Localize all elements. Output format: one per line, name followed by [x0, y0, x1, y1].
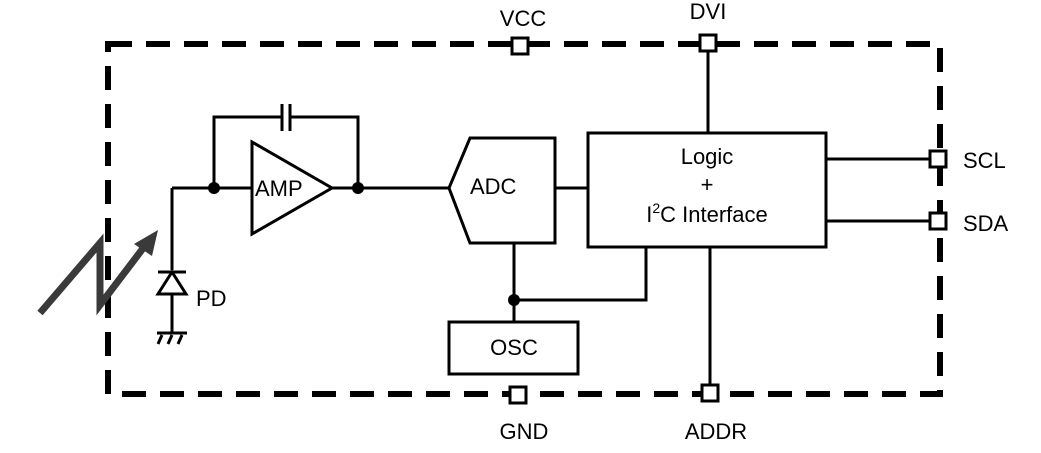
vcc-label: VCC — [500, 6, 547, 31]
logic-label: Logic — [681, 144, 734, 169]
scl-label: SCL — [963, 148, 1006, 173]
logic-plus-label: + — [701, 172, 714, 197]
i2c-interface-label: I2C Interface — [646, 200, 768, 227]
junction-dot — [508, 294, 520, 306]
junction-dot — [352, 182, 364, 194]
osc-block — [447, 320, 580, 376]
addr-pin — [700, 383, 720, 403]
addr-label: ADDR — [685, 419, 747, 444]
sda-pin — [928, 211, 948, 231]
photodiode-symbol — [155, 188, 189, 345]
amp-block — [250, 139, 336, 237]
adc-label: ADC — [470, 174, 517, 199]
dvi-pin — [698, 33, 718, 53]
dvi-label: DVI — [690, 0, 727, 24]
sda-label: SDA — [963, 211, 1009, 236]
photodiode-label: PD — [196, 286, 227, 311]
scl-pin — [928, 149, 948, 169]
gnd-pin — [508, 385, 528, 405]
amp-label: AMP — [255, 176, 303, 201]
vcc-pin — [510, 36, 530, 56]
osc-label: OSC — [490, 335, 538, 360]
light-arrow-icon — [37, 230, 158, 316]
feedback-capacitor — [212, 104, 360, 188]
junction-dot — [208, 182, 220, 194]
gnd-label: GND — [500, 419, 549, 444]
osc-to-logic-wire — [514, 247, 648, 302]
